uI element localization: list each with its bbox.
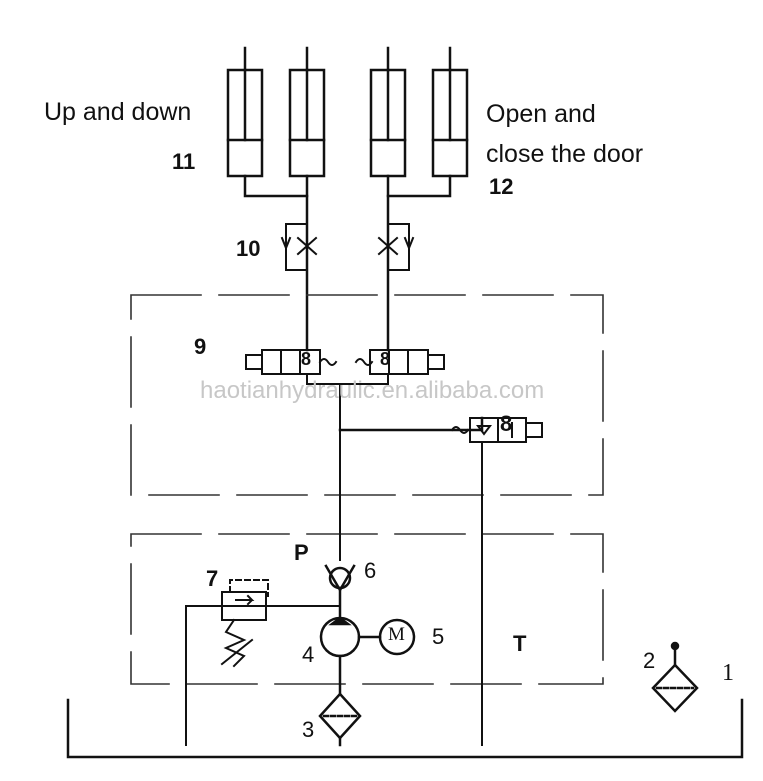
label-P: P <box>294 540 309 565</box>
electric-motor <box>378 618 416 656</box>
label-8: 8 <box>500 411 513 436</box>
label-2: 2 <box>643 648 656 673</box>
label-up-and-down: Up and down <box>44 98 192 126</box>
label-11: 11 <box>172 149 196 174</box>
label-3: 3 <box>302 717 315 742</box>
label-close-the-door: close the door <box>486 140 644 168</box>
label-10: 10 <box>236 236 261 261</box>
label-T: T <box>513 631 527 656</box>
suction-filter <box>318 692 362 747</box>
valve-9-right-symbol: 8 <box>380 349 391 369</box>
hydraulic-locks <box>280 223 415 271</box>
hydraulic-pump <box>319 616 382 696</box>
label-5: 5 <box>432 624 445 649</box>
relief-valve <box>185 579 341 746</box>
directional-valves <box>245 349 445 561</box>
air-filter <box>651 641 699 713</box>
valve-9-left-symbol: 8 <box>301 349 312 369</box>
label-9: 9 <box>194 334 207 359</box>
watermark: haotianhydraulic.en.alibaba.com <box>200 377 545 404</box>
check-valve <box>324 564 356 620</box>
door-cylinders <box>369 46 469 352</box>
lift-cylinders <box>226 46 326 352</box>
oil-tank <box>66 698 744 759</box>
label-7: 7 <box>206 566 219 591</box>
label-12: 12 <box>489 174 514 199</box>
label-open-and: Open and <box>486 100 596 128</box>
power-unit-block <box>130 533 604 685</box>
label-motor: M <box>388 624 405 645</box>
label-1: 1 <box>722 660 734 686</box>
solenoid-valve <box>450 417 543 746</box>
valve-block-9 <box>130 294 604 496</box>
label-6: 6 <box>364 558 377 583</box>
label-4: 4 <box>302 642 315 667</box>
